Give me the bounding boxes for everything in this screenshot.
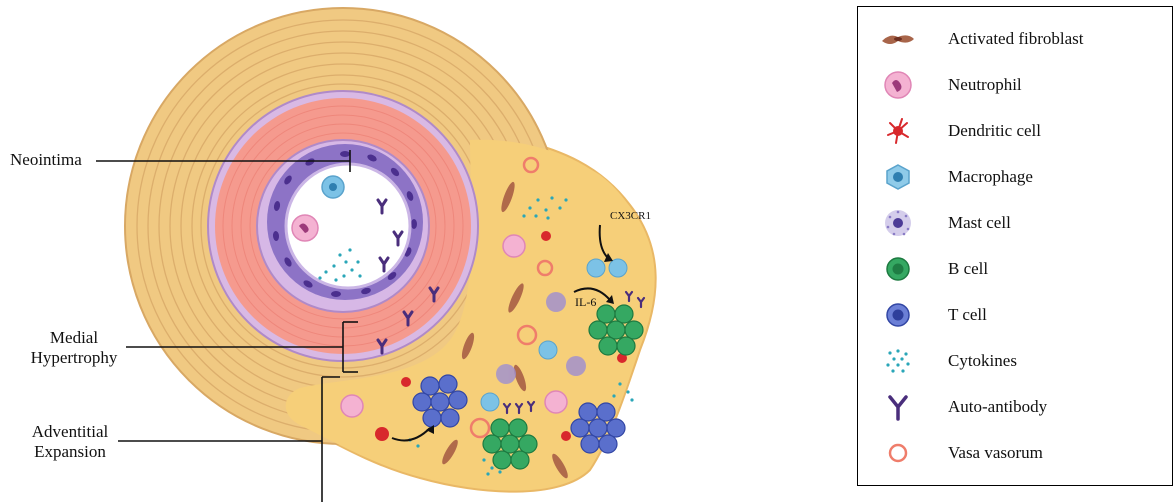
legend-label-mast-cell: Mast cell xyxy=(948,213,1011,233)
legend-item-b-cell: B cell xyxy=(858,249,1172,289)
legend-item-macrophage: Macrophage xyxy=(858,157,1172,197)
vessel-diagram xyxy=(0,0,820,502)
legend-box: Activated fibroblast Neutrophil Dendriti… xyxy=(857,6,1173,486)
fibroblast-icon xyxy=(880,23,916,55)
mast-cell-icon xyxy=(880,207,916,239)
legend-label-t-cell: T cell xyxy=(948,305,987,325)
medial-hypertrophy-label: Medial Hypertrophy xyxy=(22,328,126,368)
legend-label-neutrophil: Neutrophil xyxy=(948,75,1022,95)
b-cell-icon xyxy=(880,253,916,285)
neutrophil-icon xyxy=(880,69,916,101)
medial-label-line1: Medial xyxy=(22,328,126,348)
legend-label-vasa-vasorum: Vasa vasorum xyxy=(948,443,1043,463)
legend-item-dendritic-cell: Dendritic cell xyxy=(858,111,1172,151)
vasa-vasorum-icon xyxy=(880,437,916,469)
auto-antibody-icon xyxy=(880,391,916,423)
cx3cr1-label: CX3CR1 xyxy=(610,206,651,226)
legend-item-vasa-vasorum: Vasa vasorum xyxy=(858,433,1172,473)
legend-item-t-cell: T cell xyxy=(858,295,1172,335)
dendritic-cell-icon xyxy=(880,115,916,147)
legend-item-cytokines: Cytokines xyxy=(858,341,1172,381)
legend-item-activated-fibroblast: Activated fibroblast xyxy=(858,19,1172,59)
legend-item-auto-antibody: Auto-antibody xyxy=(858,387,1172,427)
neointima-label: Neointima xyxy=(10,150,82,170)
lumen-neutrophil xyxy=(292,215,318,241)
adventitial-expansion-label: Adventitial Expansion xyxy=(20,422,120,462)
t-cell-icon xyxy=(880,299,916,331)
legend-label-activated-fibroblast: Activated fibroblast xyxy=(948,29,1084,49)
il6-label: IL-6 xyxy=(575,292,596,312)
legend-label-dendritic-cell: Dendritic cell xyxy=(948,121,1041,141)
legend-label-b-cell: B cell xyxy=(948,259,988,279)
medial-label-line2: Hypertrophy xyxy=(22,348,126,368)
adventitial-label-line1: Adventitial xyxy=(20,422,120,442)
lumen-macrophage xyxy=(322,176,344,198)
legend-label-auto-antibody: Auto-antibody xyxy=(948,397,1047,417)
cytokines-icon xyxy=(880,345,916,377)
legend-item-mast-cell: Mast cell xyxy=(858,203,1172,243)
adventitial-label-line2: Expansion xyxy=(20,442,120,462)
legend-item-neutrophil: Neutrophil xyxy=(858,65,1172,105)
macrophage-icon xyxy=(880,161,916,193)
legend-label-cytokines: Cytokines xyxy=(948,351,1017,371)
legend-label-macrophage: Macrophage xyxy=(948,167,1033,187)
